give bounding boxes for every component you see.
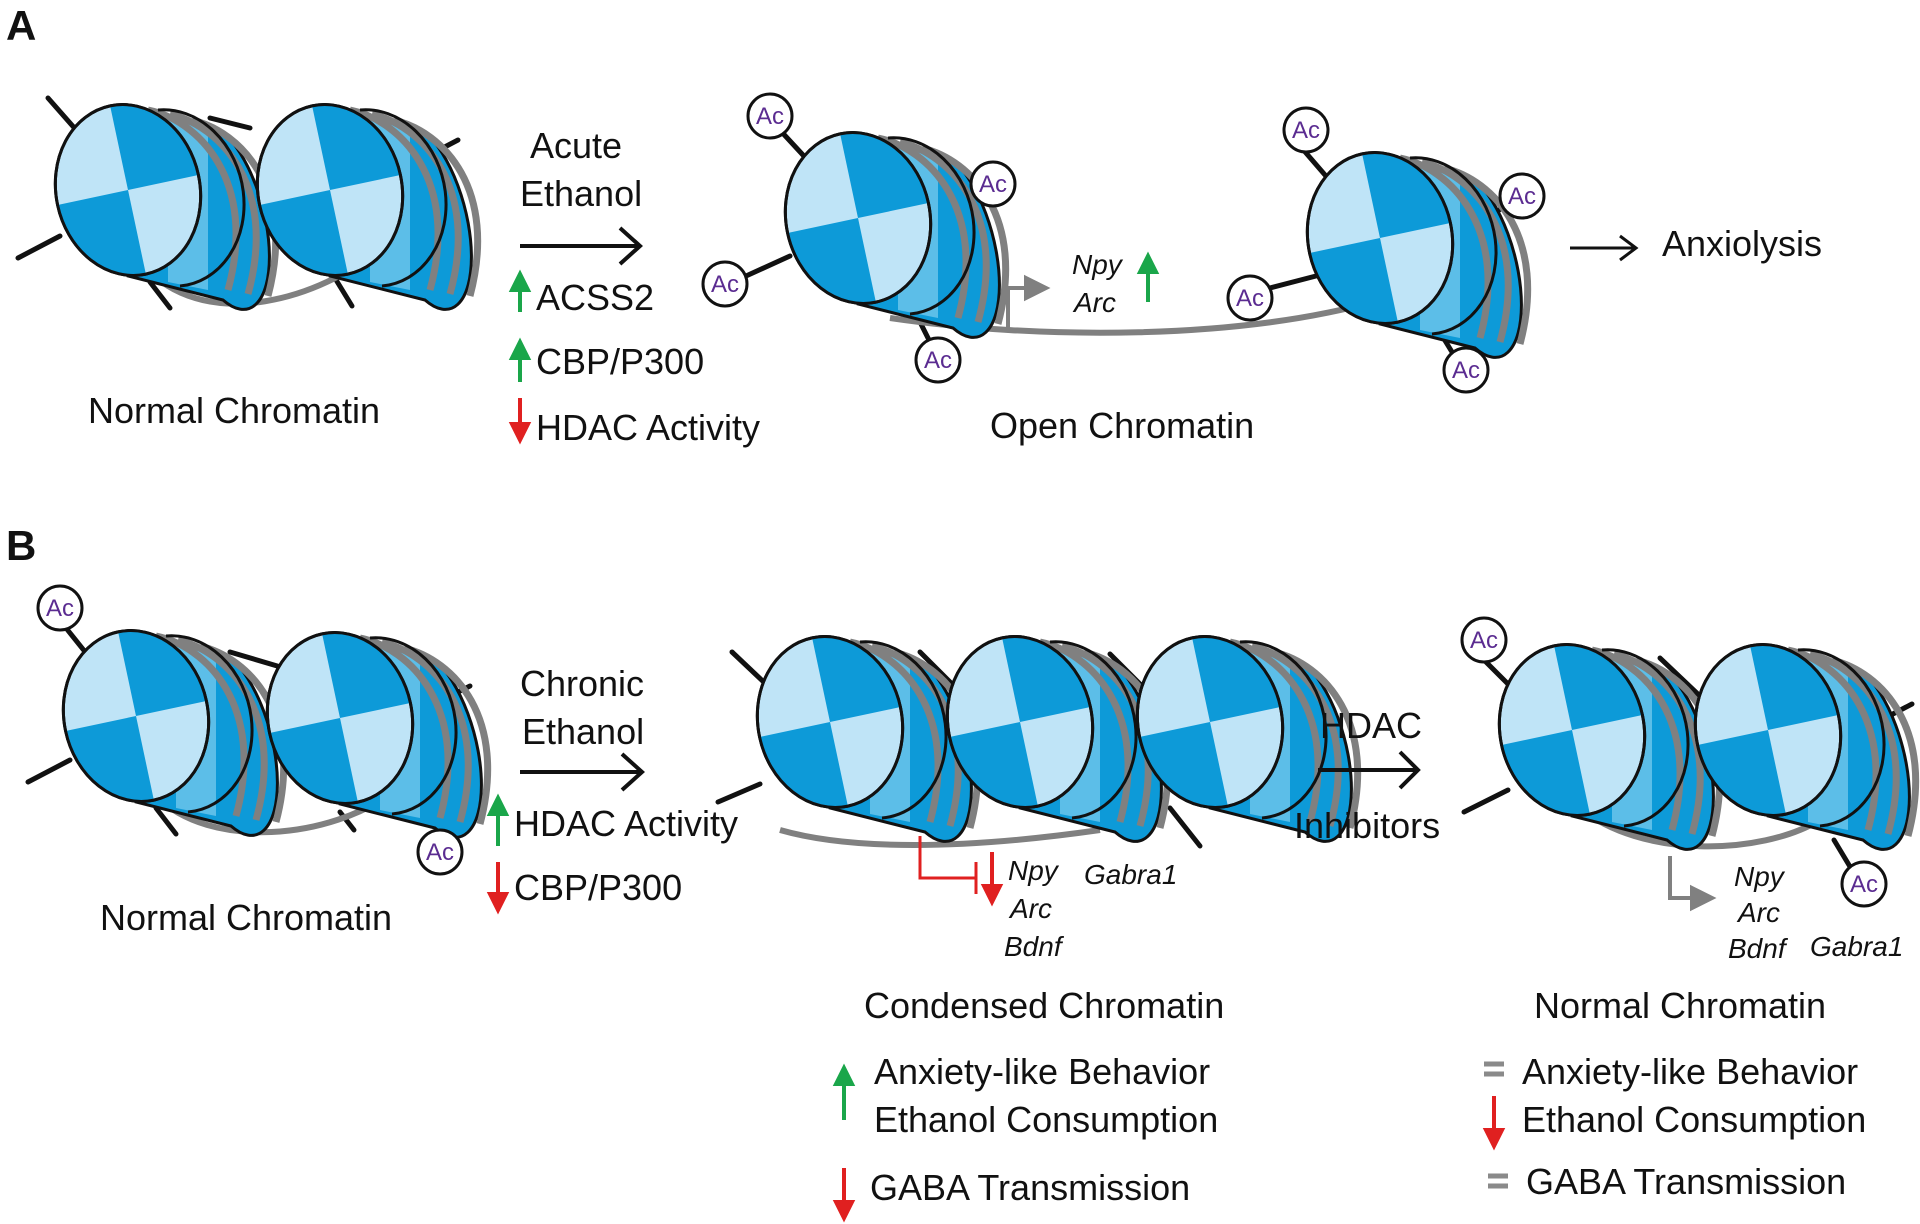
svg-text:Ac: Ac — [711, 271, 739, 298]
svg-text:Ac: Ac — [1508, 183, 1536, 210]
effect-cbp-p300: CBP/P300 — [514, 867, 682, 908]
nucleosome — [252, 610, 488, 837]
down-arrow-red — [1482, 1096, 1506, 1151]
arrow — [1318, 750, 1421, 790]
nucleosome — [242, 82, 478, 309]
up-arrow-green — [486, 793, 510, 846]
gene-npy: Npy — [1734, 861, 1786, 892]
acetyl-group: Ac — [1460, 616, 1508, 664]
down-arrow-red — [486, 862, 510, 915]
up-arrow-green — [1136, 251, 1160, 302]
outcome-ethanol-consumption: Ethanol Consumption — [874, 1099, 1218, 1140]
acetyl-group: Ac — [914, 336, 962, 384]
arrow — [1570, 234, 1639, 262]
down-arrow-red — [980, 852, 1004, 907]
nucleosome — [48, 608, 284, 835]
svg-text:Ac: Ac — [1292, 117, 1320, 144]
down-arrow-red — [832, 1168, 856, 1223]
normal-chromatin-caption: Normal Chromatin — [1534, 985, 1826, 1026]
svg-text:Ac: Ac — [1452, 357, 1480, 384]
acetyl-group: Ac — [1282, 106, 1330, 154]
outcome-anxiety: Anxiety-like Behavior — [1522, 1051, 1858, 1092]
outcome-anxiolysis: Anxiolysis — [1662, 223, 1822, 264]
svg-text:Ac: Ac — [1470, 627, 1498, 654]
transition-line-2: Ethanol — [520, 173, 642, 214]
svg-text:Ac: Ac — [46, 595, 74, 622]
panel-a-letter: A — [6, 2, 36, 49]
equal-sign-icon — [1488, 1173, 1508, 1189]
gene-arc: Arc — [1072, 287, 1116, 318]
gene-npy: Npy — [1072, 249, 1124, 280]
down-arrow-red — [508, 398, 532, 445]
nucleosome — [742, 614, 978, 841]
normal-chromatin-caption: Normal Chromatin — [100, 897, 392, 938]
gene-bdnf: Bdnf — [1004, 931, 1065, 962]
linker-dna — [779, 827, 1101, 848]
normal-chromatin-caption: Normal Chromatin — [88, 390, 380, 431]
condensed-chromatin-caption: Condensed Chromatin — [864, 985, 1224, 1026]
gene-bdnf: Bdnf — [1728, 933, 1789, 964]
repression-mark — [918, 836, 978, 894]
acetyl-group: Ac — [1840, 860, 1888, 908]
svg-text:Ac: Ac — [426, 839, 454, 866]
gene-npy: Npy — [1008, 855, 1060, 886]
svg-text:Ac: Ac — [756, 103, 784, 130]
outcome-ethanol-consumption: Ethanol Consumption — [1522, 1099, 1866, 1140]
nucleosome — [770, 110, 1006, 337]
effect-hdac-activity: HDAC Activity — [536, 407, 760, 448]
svg-text:Ac: Ac — [979, 171, 1007, 198]
nucleosome — [1484, 622, 1720, 849]
treatment-line-1: HDAC — [1320, 705, 1422, 746]
acetyl-group: Ac — [701, 260, 749, 308]
acetyl-group: Ac — [416, 828, 464, 876]
svg-text:Ac: Ac — [924, 347, 952, 374]
gene-arc: Arc — [1008, 893, 1052, 924]
gene-arc: Arc — [1736, 897, 1780, 928]
equal-sign-icon — [1484, 1061, 1504, 1077]
outcome-gaba: GABA Transmission — [1526, 1161, 1846, 1202]
panel-b-letter: B — [6, 522, 36, 569]
acetyl-group: Ac — [746, 92, 794, 140]
treatment-line-2: Inhibitors — [1294, 805, 1440, 846]
arrow — [520, 752, 645, 792]
gene-gabra1: Gabra1 — [1810, 931, 1903, 962]
transcription-arrow — [1668, 856, 1717, 912]
up-arrow-green — [832, 1063, 856, 1120]
effect-hdac-activity: HDAC Activity — [514, 803, 738, 844]
acetyl-group: Ac — [969, 160, 1017, 208]
nucleosome — [40, 82, 276, 309]
gene-gabra1: Gabra1 — [1084, 859, 1177, 890]
up-arrow-green — [508, 269, 532, 312]
transition-line-2: Ethanol — [522, 711, 644, 752]
svg-text:Ac: Ac — [1850, 871, 1878, 898]
acetyl-group: Ac — [36, 584, 84, 632]
effect-acss2: ACSS2 — [536, 277, 654, 318]
effect-cbp-p300: CBP/P300 — [536, 341, 704, 382]
svg-text:Ac: Ac — [1236, 285, 1264, 312]
acetyl-group: Ac — [1226, 274, 1274, 322]
acetyl-group: Ac — [1442, 346, 1490, 394]
transition-line-1: Chronic — [520, 663, 644, 704]
transition-line-1: Acute — [530, 125, 622, 166]
outcome-gaba: GABA Transmission — [870, 1167, 1190, 1208]
up-arrow-green — [508, 337, 532, 382]
nucleosome — [1292, 130, 1528, 357]
open-chromatin-caption: Open Chromatin — [990, 405, 1254, 446]
arrow — [520, 226, 643, 266]
acetyl-group: Ac — [1498, 172, 1546, 220]
transcription-arrow — [1006, 274, 1051, 330]
outcome-anxiety: Anxiety-like Behavior — [874, 1051, 1210, 1092]
